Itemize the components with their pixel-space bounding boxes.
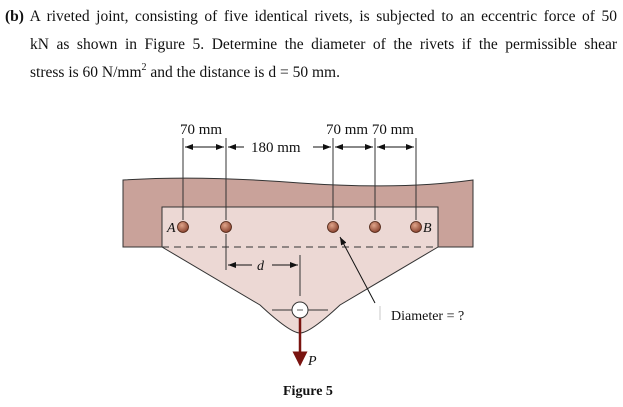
superscript: 2 <box>141 62 147 73</box>
rivet-3 <box>327 221 339 233</box>
label-d: d <box>257 259 265 274</box>
dimension-arrows <box>185 144 414 304</box>
problem-text-1: A riveted joint, consisting of five iden… <box>29 8 617 25</box>
problem-text-3a: stress is 60 N/mm <box>30 64 142 81</box>
rivet-2 <box>220 221 232 233</box>
problem-line-2: kN as shown in Figure 5. Determine the d… <box>30 36 617 53</box>
dim-middle-label: 180 mm <box>251 140 301 156</box>
problem-text-3b: and the distance is d = 50 mm. <box>146 64 340 81</box>
label-b: B <box>423 221 432 236</box>
problem-label: (b) <box>5 8 24 25</box>
label-p: P <box>307 354 317 369</box>
diameter-label: Diameter = ? <box>391 309 464 324</box>
dim-right-label: 70 mm 70 mm <box>326 122 414 138</box>
problem-line-3: stress is 60 N/mm2 and the distance is d… <box>30 62 340 82</box>
rivet-b <box>410 221 422 233</box>
label-a: A <box>166 221 176 236</box>
problem-line-1: (b) A riveted joint, consisting of five … <box>5 8 617 26</box>
dim-left-label: 70 mm <box>180 122 222 138</box>
rivet-a <box>177 221 189 233</box>
figure-caption: Figure 5 <box>283 384 333 399</box>
rivet-4 <box>369 221 381 233</box>
